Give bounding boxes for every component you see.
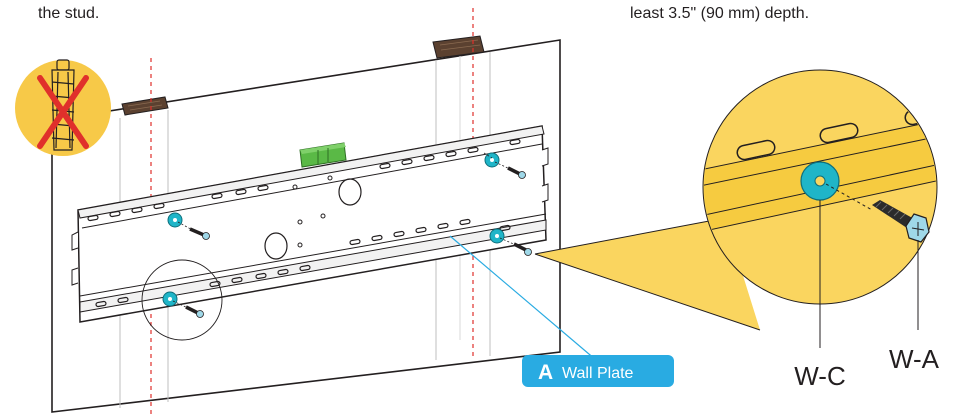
caption-right: least 3.5" (90 mm) depth. (630, 5, 810, 22)
wall-plate-leader (449, 235, 597, 361)
caption-left: the stud. (38, 5, 100, 22)
washer-label: W-C (794, 361, 846, 391)
washer-upper-right (483, 152, 526, 179)
washer-lower-right (489, 228, 532, 256)
wall-plate-callout-box (522, 355, 674, 387)
bubble-level-icon (299, 142, 347, 168)
screw-wa (872, 200, 930, 243)
wall-plate (71, 125, 549, 323)
callout-letter: A (538, 361, 553, 384)
washer-upper-left (167, 212, 210, 240)
callout-label: Wall Plate (562, 365, 634, 382)
no-wall-anchor-icon (15, 59, 111, 156)
detail-circle (141, 259, 223, 341)
zoom-callout (534, 69, 938, 348)
screw-label: W-A (889, 344, 940, 374)
washer-lower-left (162, 291, 204, 318)
